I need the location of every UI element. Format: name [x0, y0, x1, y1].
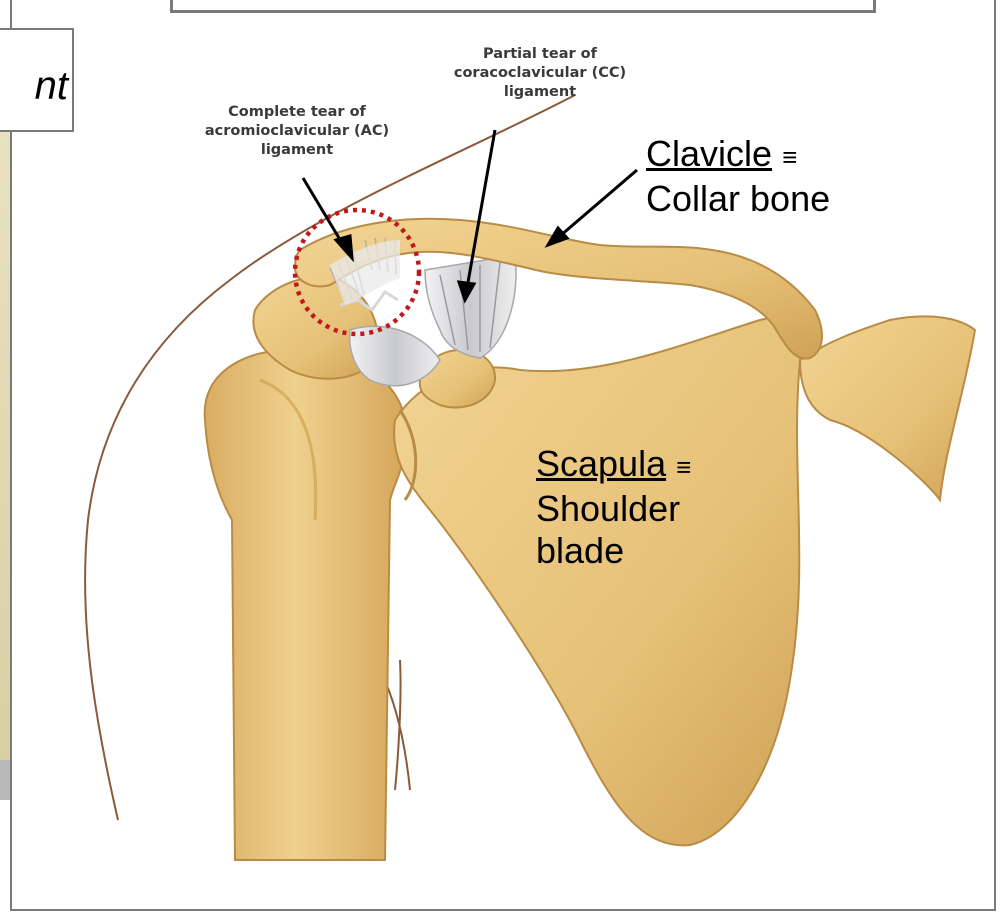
scapula-synonym-line1: Shoulder: [536, 488, 691, 530]
ac-tear-line1: Complete tear of: [152, 103, 442, 122]
cc-tear-line2: coracoclavicular (CC): [395, 64, 685, 83]
cc-tear-line3: ligament: [395, 83, 685, 102]
cc-tear-annotation: Partial tear of coracoclavicular (CC) li…: [395, 45, 685, 102]
scapula-term: Scapula: [536, 443, 666, 484]
scapula-right-process: [800, 316, 975, 500]
slide-title-box: nt: [0, 28, 74, 132]
ac-tear-line3: ligament: [152, 141, 442, 160]
ac-tear-line2: acromioclavicular (AC): [152, 122, 442, 141]
scapula-synonym-line2: blade: [536, 530, 691, 572]
scapula-equivalence-symbol: ≡: [676, 452, 691, 482]
clavicle-label: Clavicle ≡ Collar bone: [646, 133, 830, 220]
cc-tear-line1: Partial tear of: [395, 45, 685, 64]
clavicle-equivalence-symbol: ≡: [782, 142, 797, 172]
slide-title-fragment: nt: [35, 64, 68, 109]
clavicle-term: Clavicle: [646, 133, 772, 174]
ac-tear-annotation: Complete tear of acromioclavicular (AC) …: [152, 103, 442, 160]
scapula-label: Scapula ≡ Shoulder blade: [536, 443, 691, 572]
clavicle-synonym: Collar bone: [646, 178, 830, 220]
